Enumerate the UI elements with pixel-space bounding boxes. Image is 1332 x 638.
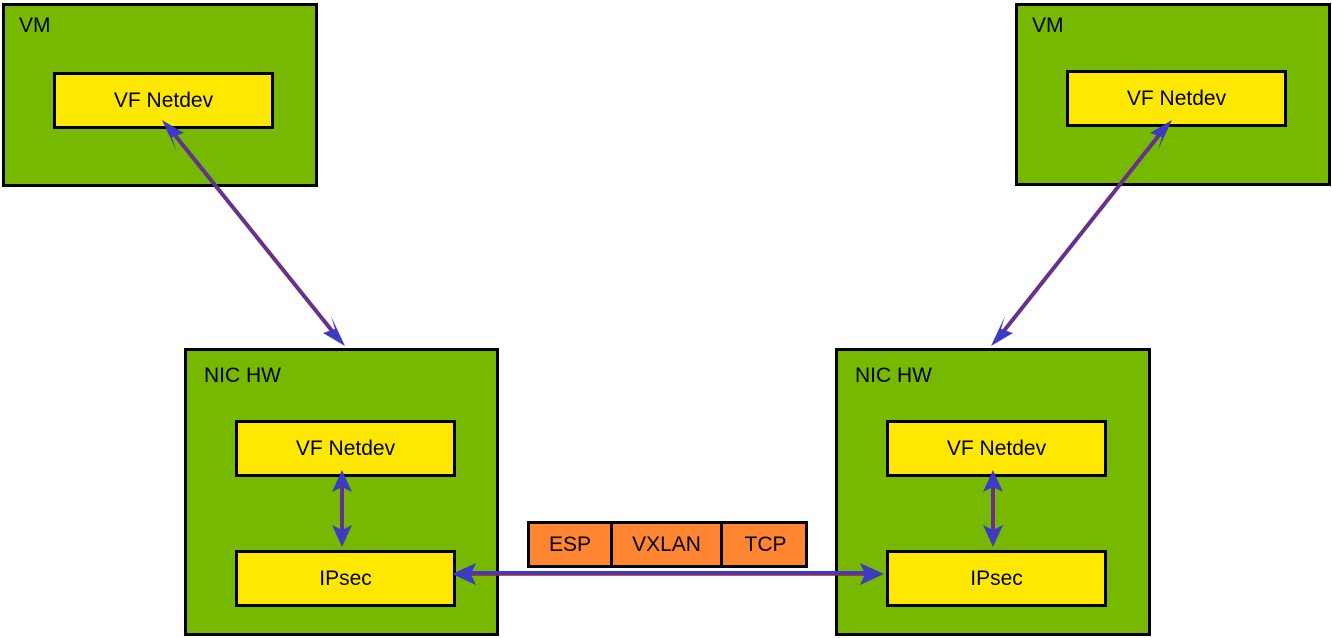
vm-right-vf-netdev-chip: VF Netdev [1066, 70, 1287, 127]
nic-hw-left-box: NIC HW VF Netdev IPsec [184, 348, 499, 636]
packet-field-esp: ESP [530, 524, 613, 565]
vm-right-label: VM [1032, 14, 1064, 37]
packet-field-tcp: TCP [744, 533, 787, 556]
nic-hw-left-label: NIC HW [204, 364, 281, 387]
vm-right-box: VM VF Netdev [1015, 3, 1331, 186]
nic-hw-right-ipsec-chip: IPsec [886, 550, 1107, 607]
packet-header-bar: ESP VXLAN TCP [527, 521, 808, 568]
nic-hw-left-vf-netdev-chip: VF Netdev [235, 420, 456, 477]
nic-hw-right-label: NIC HW [855, 364, 932, 387]
nic-hw-right-vf-netdev-chip: VF Netdev [886, 420, 1107, 477]
vm-left-box: VM VF Netdev [2, 3, 318, 187]
packet-field-vxlan: VXLAN [613, 524, 723, 565]
vm-left-label: VM [19, 14, 51, 37]
nic-hw-left-ipsec-chip: IPsec [235, 550, 456, 607]
nic-hw-right-box: NIC HW VF Netdev IPsec [835, 348, 1151, 636]
vm-left-vf-netdev-chip: VF Netdev [53, 72, 274, 129]
